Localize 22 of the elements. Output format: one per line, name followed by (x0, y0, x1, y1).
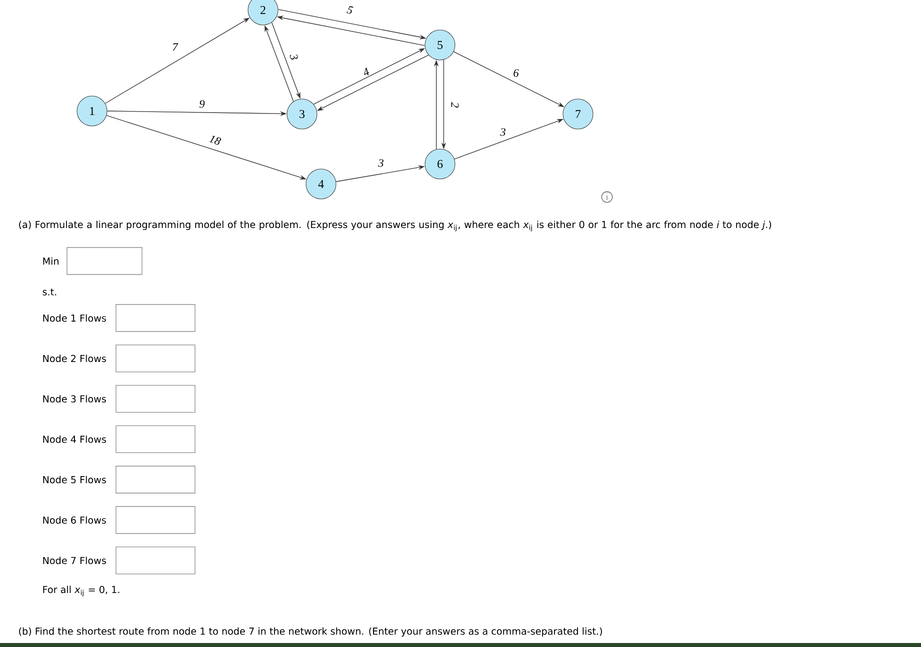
prompt-text: (b) Find the shortest route from node 1 to node 7 in the network shown. (Enter your answers as a comma-separated list.) (19, 627, 602, 637)
prompt-text: (a) Formulate a linear programming model of the problem. (Express your answers using x$_{ij}$, where each x$_{ij}$ is either 0 or 1 for the arc from node i to node j.) (19, 220, 772, 232)
prompt-text: For all x$_{ij}$ = 0, 1. (43, 586, 120, 596)
edge-label: 18 (208, 134, 222, 146)
prompt-text: Node 1 Flows (43, 314, 106, 322)
edge-label: 3 (500, 128, 506, 136)
prompt-text: Node 6 Flows (43, 516, 106, 524)
edge-label: 5 (345, 4, 355, 16)
prompt-text: Node 4 Flows (43, 436, 106, 443)
edge-label: 3 (378, 158, 384, 168)
prompt-text: Node 2 Flows (43, 354, 106, 362)
edge-label: 4 (360, 66, 372, 78)
prompt-text: Min (43, 257, 58, 265)
prompt-text: Node 7 Flows (43, 556, 106, 564)
edge-label: 6 (512, 68, 520, 78)
edge-label: 3 (288, 52, 300, 62)
edge-label: 7 (172, 42, 178, 52)
prompt-text: s.t. (42, 288, 56, 296)
prompt-text: Node 3 Flows (43, 395, 106, 402)
edge-label: 2 (450, 102, 460, 108)
prompt-text: Node 5 Flows (43, 476, 106, 484)
edge-label: 9 (198, 100, 206, 108)
